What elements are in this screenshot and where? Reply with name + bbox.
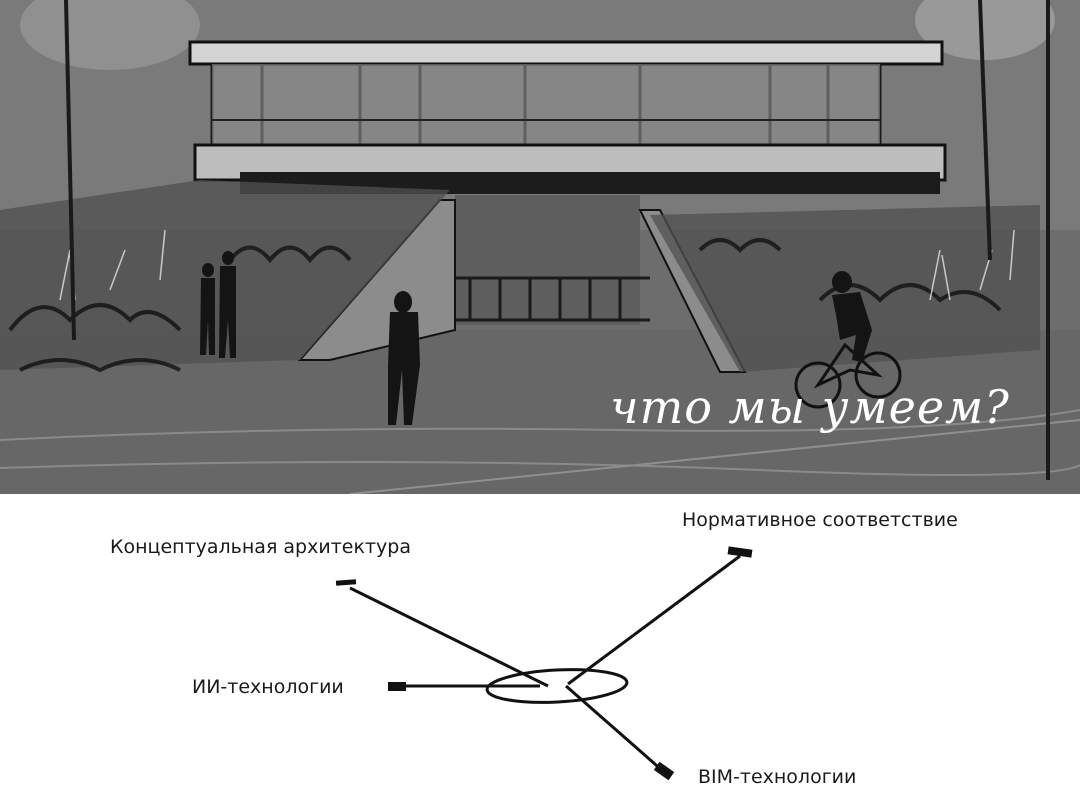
connector-conceptual [349,586,549,688]
marker-ai [388,682,406,691]
connector-regulatory [567,554,741,686]
marker-regulatory [727,546,753,558]
capabilities-diagram [335,546,753,781]
label-ai-technologies: ИИ-технологии [192,676,344,698]
label-regulatory-compliance: Нормативное соответствие [682,509,958,531]
marker-bim [653,761,675,781]
label-bim-technologies: BIM-технологии [698,766,857,788]
connector-bim [565,684,665,774]
label-conceptual-architecture: Концептуальная архитектура [110,536,411,558]
sketch-illustration [0,0,1080,494]
marker-conceptual [335,579,357,586]
hub-ellipse [485,668,629,704]
headline-text: что мы умеем? [610,380,1010,434]
